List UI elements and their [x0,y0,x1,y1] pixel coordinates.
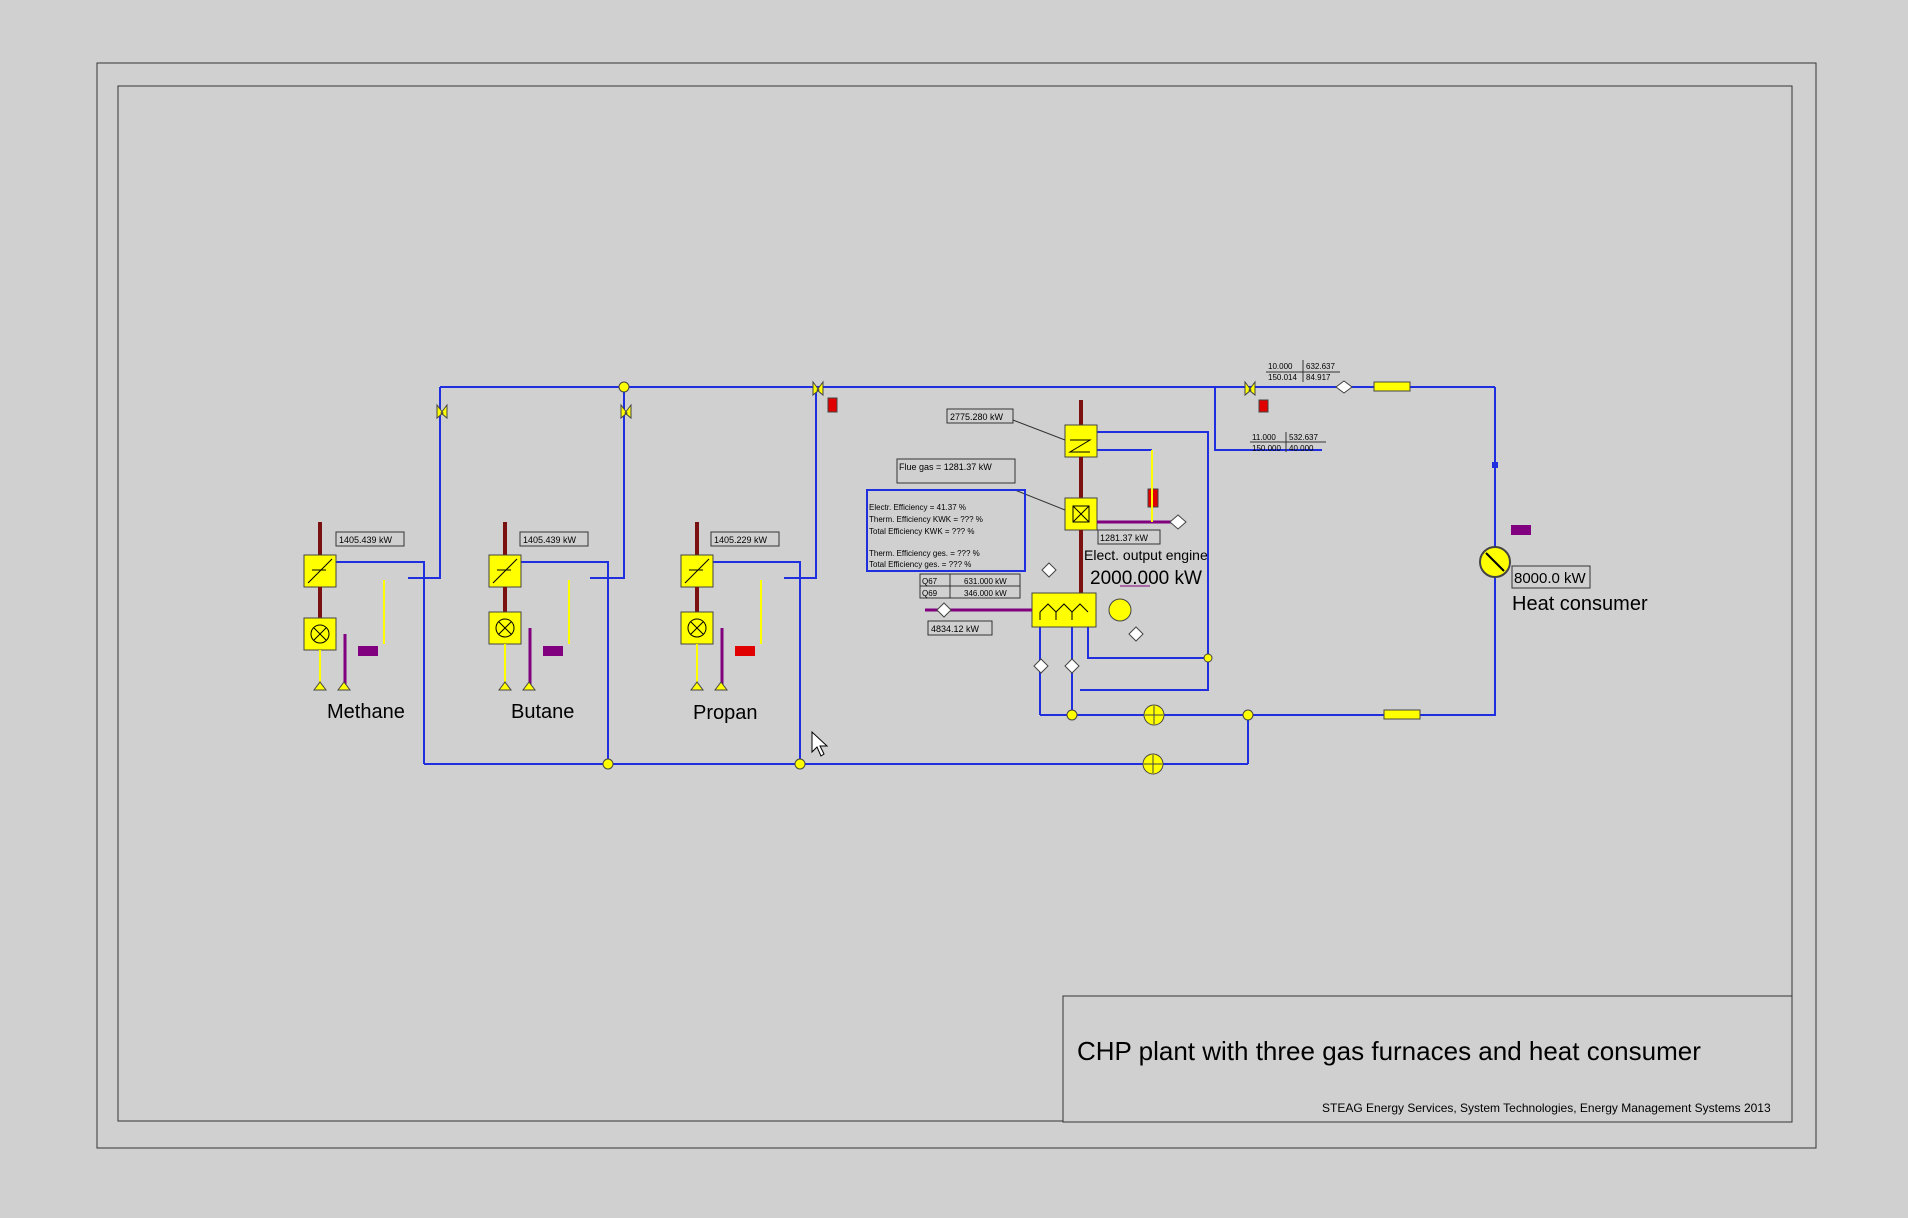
engine-hx-power: 2775.280 kW [950,412,1004,422]
svg-text:40.000: 40.000 [1289,444,1314,453]
flue-hx-power: 1281.37 kW [1100,533,1149,543]
efficiency-line-1: Electr. Efficiency = 41.37 % [869,503,966,512]
svg-text:632.637: 632.637 [1306,362,1335,371]
furnace-butane[interactable] [488,522,589,691]
q69-value: 346.000 kW [964,589,1007,598]
q67-value: 631.000 kW [964,577,1007,586]
pump-upper[interactable] [1143,704,1165,726]
heat-consumer-label: Heat consumer [1512,593,1648,615]
diagram-credit: STEAG Energy Services, System Technologi… [1322,1101,1771,1115]
efficiency-line-2: Therm. Efficiency KWK = ??? % [869,515,983,524]
pipe-network [335,386,1496,765]
stream-table-top: 10.000 632.637 150.014 84.917 [1266,360,1340,382]
heat-consumer[interactable] [1479,546,1511,578]
furnace-propan-power: 1405.229 kW [714,535,768,545]
header-diamond [1335,380,1353,394]
header-valves[interactable] [436,380,1256,770]
engine-fuel-input: 4834.12 kW [931,624,980,634]
efficiency-line-5: Therm. Efficiency ges. = ??? % [869,549,980,558]
efficiency-line-6: Total Efficiency ges. = ??? % [869,560,971,569]
svg-text:150.000: 150.000 [1252,444,1281,453]
svg-text:84.917: 84.917 [1306,373,1331,382]
pump-lower[interactable] [1142,753,1164,775]
engine[interactable] [925,562,1150,674]
efficiency-box: Electr. Efficiency = 41.37 % Therm. Effi… [866,489,1026,572]
pipe-segment-bottom [1383,709,1421,720]
furnace-methane[interactable] [303,522,405,691]
furnace-methane-power: 1405.439 kW [339,535,393,545]
flue-gas-label: Flue gas = 1281.37 kW [899,462,992,472]
engine-heat-exchanger[interactable] [1064,400,1187,593]
svg-text:532.637: 532.637 [1289,433,1318,442]
stream-table-bottom: 11.000 532.637 150.000 40.000 [1250,432,1326,453]
engine-output-value: 2000.000 kW [1090,568,1202,589]
furnace-butane-power: 1405.439 kW [523,535,577,545]
outer-frame [96,62,1817,1149]
furnace-methane-label: Methane [327,701,405,723]
efficiency-line-3: Total Efficiency KWK = ??? % [869,527,974,536]
heat-consumer-value: 8000.0 kW [1514,570,1587,587]
svg-text:10.000: 10.000 [1268,362,1293,371]
svg-text:150.014: 150.014 [1268,373,1297,382]
pipe-segment-top [1373,381,1411,392]
inner-frame [117,85,1793,1122]
q67-label: Q67 [922,577,938,586]
q69-label: Q69 [922,589,938,598]
title-block: CHP plant with three gas furnaces and he… [1062,995,1793,1123]
furnace-propan[interactable] [680,522,780,691]
mouse-cursor-icon [811,730,829,757]
furnace-butane-label: Butane [511,701,574,723]
furnace-propan-label: Propan [693,702,758,724]
diagram-title: CHP plant with three gas furnaces and he… [1077,1036,1701,1066]
heat-consumer-control [1511,525,1531,535]
engine-output-label: Elect. output engine [1084,547,1208,563]
svg-text:11.000: 11.000 [1252,433,1276,442]
generator-icon [1108,598,1132,622]
